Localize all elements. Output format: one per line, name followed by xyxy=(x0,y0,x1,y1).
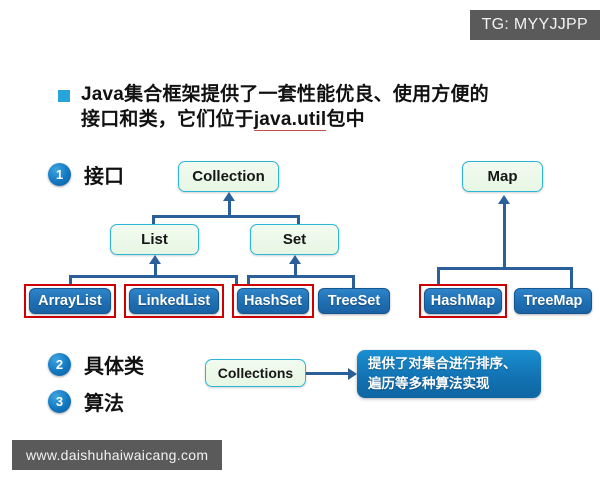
arrow-list-children xyxy=(149,255,161,264)
bullet-square-icon xyxy=(58,90,70,102)
connector-arraylist-riser xyxy=(69,275,72,288)
connector-treemap-riser xyxy=(570,267,573,288)
node-treemap[interactable]: TreeMap xyxy=(514,288,592,314)
connector-treeset-riser xyxy=(352,275,355,288)
algorithms-callout: 提供了对集合进行排序、 遍历等多种算法实现 xyxy=(357,350,541,398)
title-line-2: 接口和类，它们位于java.util包中 xyxy=(81,107,489,132)
node-linkedlist[interactable]: LinkedList xyxy=(129,288,219,314)
legend-label-3: 算法 xyxy=(84,393,124,415)
node-set[interactable]: Set xyxy=(250,224,339,255)
connector-map-stem xyxy=(502,203,506,270)
legend-item-algorithms: 3 算法 xyxy=(48,387,124,416)
node-map[interactable]: Map xyxy=(462,161,543,192)
connector-set-stem xyxy=(293,263,297,277)
connector-set-riser xyxy=(297,215,300,225)
connector-list-riser xyxy=(152,215,155,225)
connector-hashset-riser xyxy=(247,275,250,288)
node-list[interactable]: List xyxy=(110,224,199,255)
node-hashset[interactable]: HashSet xyxy=(237,288,309,314)
connector-map-bar xyxy=(437,267,573,270)
legend-label-1: 接口 xyxy=(84,166,124,188)
arrow-collections-to-callout xyxy=(348,367,357,380)
connector-collections-to-callout xyxy=(306,372,350,375)
legend-badge-1: 1 xyxy=(48,163,71,186)
connector-hashmap-riser xyxy=(437,267,440,288)
node-collections[interactable]: Collections xyxy=(205,359,306,387)
connector-linkedlist-riser xyxy=(235,275,238,288)
arrow-list-set-to-collection xyxy=(223,192,235,201)
node-hashmap[interactable]: HashMap xyxy=(424,288,502,314)
connector-list-stem xyxy=(153,263,157,277)
node-arraylist[interactable]: ArrayList xyxy=(29,288,111,314)
tg-watermark-badge: TG: MYYJJPP xyxy=(469,10,600,40)
title-package-name: java.util xyxy=(253,109,327,132)
site-watermark-badge: www.daishuhaiwaicang.com xyxy=(12,440,223,470)
legend-label-2: 具体类 xyxy=(84,356,144,378)
node-treeset[interactable]: TreeSet xyxy=(318,288,390,314)
callout-line-1: 提供了对集合进行排序、 xyxy=(368,356,517,372)
connector-list-bar xyxy=(69,275,238,278)
title-line-2-after: 包中 xyxy=(326,109,365,131)
connector-collection-stem xyxy=(227,200,231,218)
title-text: Java集合框架提供了一套性能优良、使用方便的 接口和类，它们位于java.ut… xyxy=(81,82,489,132)
callout-line-2: 遍历等多种算法实现 xyxy=(368,376,490,391)
slide-title: Java集合框架提供了一套性能优良、使用方便的 接口和类，它们位于java.ut… xyxy=(58,82,558,132)
legend-badge-3: 3 xyxy=(48,390,71,413)
legend-item-interfaces: 1 接口 xyxy=(48,160,124,189)
legend-badge-2: 2 xyxy=(48,353,71,376)
legend-item-classes: 2 具体类 xyxy=(48,350,144,379)
connector-collection-bar xyxy=(152,215,300,218)
title-line-1: Java集合框架提供了一套性能优良、使用方便的 xyxy=(81,84,489,105)
arrow-map-children xyxy=(498,195,510,204)
arrow-set-children xyxy=(289,255,301,264)
connector-set-bar xyxy=(247,275,355,278)
node-collection[interactable]: Collection xyxy=(178,161,279,192)
title-line-2-before: 接口和类，它们位于 xyxy=(81,109,254,131)
